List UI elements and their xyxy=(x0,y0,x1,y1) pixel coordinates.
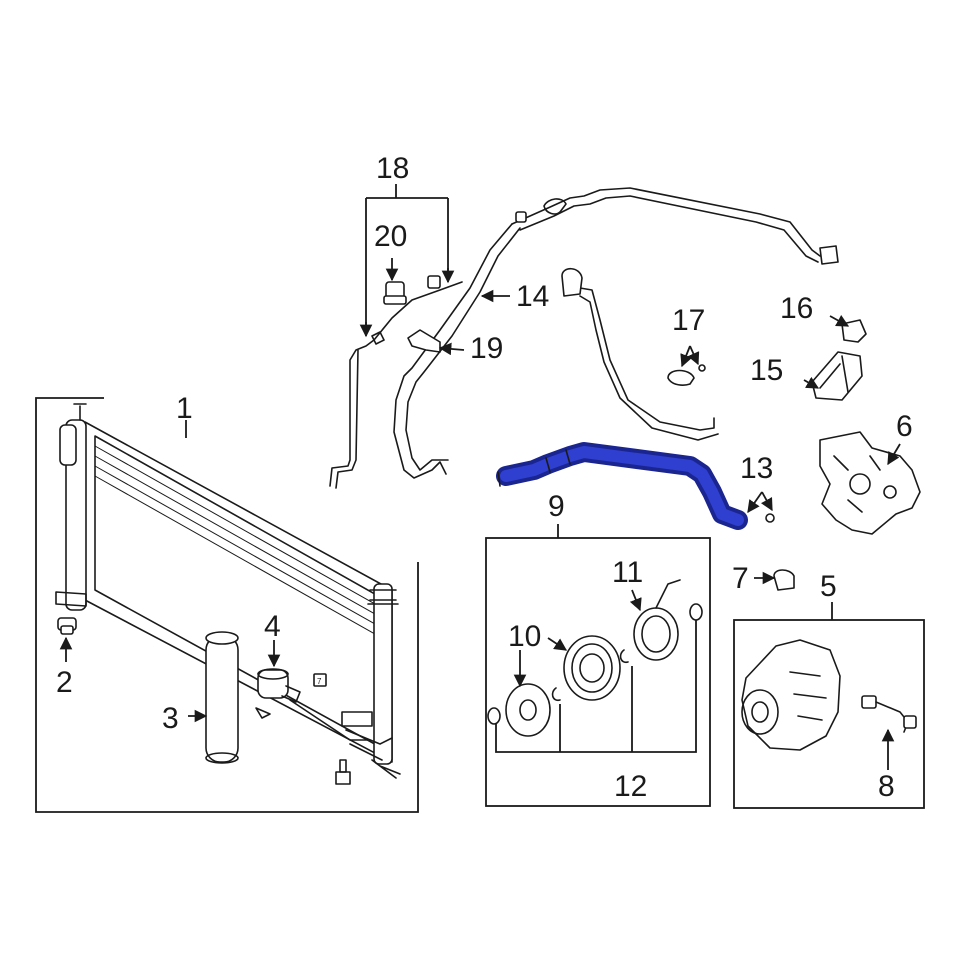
callout-5: 5 xyxy=(820,570,837,603)
suction-hose[interactable] xyxy=(567,277,719,441)
callout-7: 7 xyxy=(732,562,749,595)
callout-19: 19 xyxy=(470,332,503,365)
callout-16: 16 xyxy=(780,292,813,325)
coil-part-11[interactable] xyxy=(633,579,681,661)
callout-10: 10 xyxy=(508,620,541,653)
o-rings-part-17[interactable] xyxy=(667,364,706,386)
condenser[interactable]: 7 xyxy=(55,403,401,779)
clutch-group xyxy=(485,537,711,807)
pulley-part-10[interactable] xyxy=(563,635,621,701)
bracket-part-15[interactable] xyxy=(811,351,863,401)
clip-part-16[interactable] xyxy=(841,319,867,343)
callout-15: 15 xyxy=(750,354,783,387)
discharge-line-part-14[interactable] xyxy=(393,223,521,479)
callout-9: 9 xyxy=(548,490,565,523)
callout-4: 4 xyxy=(264,610,281,643)
callout-1: 1 xyxy=(176,392,193,425)
connector-part-8[interactable] xyxy=(861,695,917,733)
callout-2: 2 xyxy=(56,666,73,699)
switch-part-4[interactable] xyxy=(255,668,301,719)
callout-3: 3 xyxy=(162,702,179,735)
bracket-part-19[interactable] xyxy=(371,329,441,353)
callout-6: 6 xyxy=(896,410,913,443)
compressor-bracket-part-6[interactable] xyxy=(819,431,921,535)
leaders xyxy=(59,184,901,770)
pressure-switch-part-20[interactable] xyxy=(383,275,441,305)
group-box-9 xyxy=(485,537,711,807)
cap-part-7[interactable] xyxy=(773,569,795,591)
svg-text:7: 7 xyxy=(317,677,322,686)
suction-hose-part-13-highlighted[interactable] xyxy=(496,442,775,530)
leader-12 xyxy=(495,620,697,753)
callout-labels: 1 2 3 4 5 6 7 8 9 10 11 12 13 14 15 16 1… xyxy=(56,152,913,803)
bolt-part[interactable] xyxy=(335,759,351,785)
callout-8: 8 xyxy=(878,770,895,803)
callout-13: 13 xyxy=(740,452,773,485)
cap-part-2[interactable] xyxy=(57,617,77,635)
callout-14: 14 xyxy=(516,280,549,313)
group-box-5 xyxy=(733,619,925,809)
callout-20: 20 xyxy=(374,220,407,253)
clutch-plate-part-10[interactable] xyxy=(505,683,551,737)
callout-17: 17 xyxy=(672,304,705,337)
compressor-group xyxy=(733,619,925,809)
receiver-drier-part-3[interactable] xyxy=(205,631,239,764)
condenser-group: 7 xyxy=(35,397,419,813)
snap-ring-part-12[interactable] xyxy=(487,603,703,725)
compressor[interactable] xyxy=(741,639,841,751)
liquid-line-group xyxy=(329,187,839,489)
callout-18: 18 xyxy=(376,152,409,185)
callout-11: 11 xyxy=(612,556,643,589)
liquid-line-part-18[interactable] xyxy=(329,281,463,489)
group-box-1 xyxy=(35,397,419,813)
callout-12: 12 xyxy=(614,770,647,803)
